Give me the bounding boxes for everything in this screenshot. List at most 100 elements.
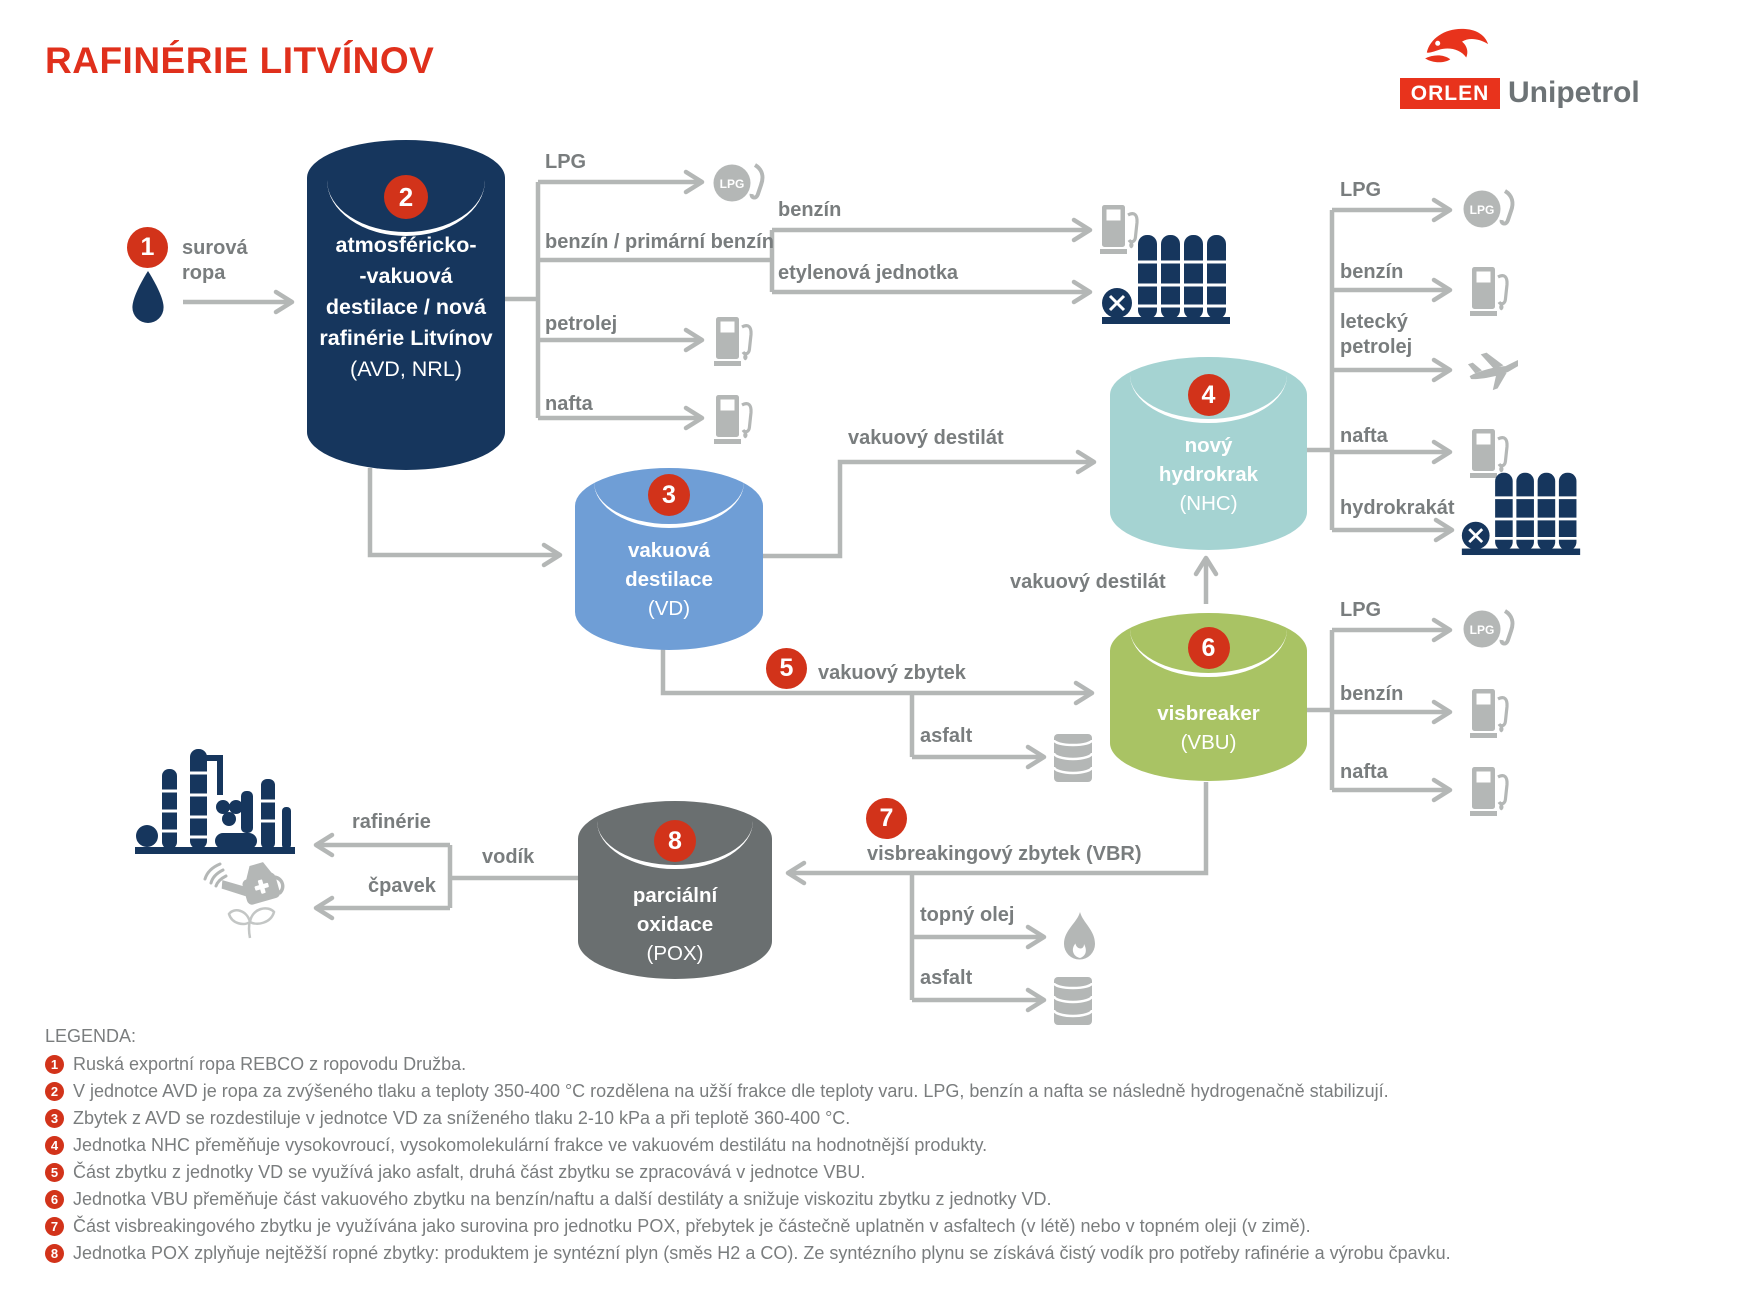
vd-line2: destilace xyxy=(625,568,713,591)
orlen-wordmark: ORLEN xyxy=(1400,78,1500,109)
legend-num-3: 3 xyxy=(45,1109,64,1128)
orlen-unipetrol-logo: ORLEN Unipetrol xyxy=(1400,24,1700,114)
fuel-pump-icon-nafta-vbu xyxy=(1470,767,1509,816)
legend-heading: LEGENDA: xyxy=(45,1026,137,1046)
cylinder-rim-arc xyxy=(326,180,486,236)
unit-vd-cylinder: 3 vakuová destilace (VD) xyxy=(575,468,763,650)
vbu-line1: visbreaker xyxy=(1157,702,1260,725)
label-vodik: vodík xyxy=(482,846,535,868)
label-benzin-avd: benzín xyxy=(778,199,842,221)
fuel-pump-icon-benzin-vbu xyxy=(1470,689,1509,738)
avd-line3: destilace / nová xyxy=(325,295,487,319)
fuel-pump-icon-benzin xyxy=(1100,205,1139,254)
legend-text-3: Zbytek z AVD se rozdestiluje v jednotce … xyxy=(73,1108,851,1128)
badge-5: 5 xyxy=(766,648,807,689)
fuel-pump-icon-nafta xyxy=(714,395,753,444)
label-lpg-vbu: LPG xyxy=(1340,599,1382,621)
label-surova-ropa: surová ropa xyxy=(182,237,248,284)
barrel-icon-asfalt-vd xyxy=(1052,734,1094,782)
fuel-pump-icon-benzin-nhc xyxy=(1470,267,1509,316)
label-visbreakingovy-zbytek: visbreakingový zbytek (VBR) xyxy=(867,843,1142,865)
badge-2: 2 xyxy=(384,175,428,219)
legend-num-1: 1 xyxy=(45,1055,64,1074)
unit-nhc-cylinder: 4 nový hydrokrak (NHC) xyxy=(1110,357,1307,550)
lpg-icon-text: LPG xyxy=(1470,623,1495,637)
badge-7: 7 xyxy=(866,798,907,839)
flow-vakuovy-zbytek xyxy=(660,648,1095,706)
badge-1: 1 xyxy=(127,227,168,268)
legend-text-4: Jednotka NHC přeměňuje vysokovroucí, vys… xyxy=(73,1135,988,1155)
legend-num-5: 5 xyxy=(45,1163,64,1182)
hydrocracker-plant-icon xyxy=(1461,472,1581,556)
legend-num-8: 8 xyxy=(45,1244,64,1263)
fuel-pump-icon-nafta-nhc xyxy=(1470,429,1509,478)
label-lpg-nhc: LPG xyxy=(1340,179,1382,201)
label-rafinerie: rafinérie xyxy=(352,811,431,833)
legend-num-7: 7 xyxy=(45,1217,64,1236)
lpg-icon-text: LPG xyxy=(720,177,745,191)
legend-item-2: 2 V jednotce AVD je ropa za zvýšeného tla… xyxy=(45,1081,1451,1101)
vodik-trunk xyxy=(447,845,578,908)
legend-text-6: Jednotka VBU přeměňuje část vakuového zb… xyxy=(73,1189,1052,1209)
badge-3: 3 xyxy=(648,474,690,516)
lpg-pump-icon: LPG xyxy=(713,163,765,202)
lpg-icon-text: LPG xyxy=(1470,203,1495,217)
unit-avd-label: atmosféricko- -vakuová destilace / nová … xyxy=(307,230,505,385)
unit-vbu-cylinder: 6 visbreaker (VBU) xyxy=(1110,613,1307,781)
cylinder-rim-arc xyxy=(597,821,753,869)
cylinder-rim-arc xyxy=(593,482,745,528)
label-topny-olej: topný olej xyxy=(920,904,1015,926)
vbu-line2: (VBU) xyxy=(1180,731,1237,754)
pox-line3: (POX) xyxy=(646,942,704,965)
vd-line1: vakuová xyxy=(627,539,711,562)
page-title: RAFINÉRIE LITVÍNOV xyxy=(45,40,435,81)
avd-line2: -vakuová xyxy=(359,264,453,288)
label-benzin-primarni: benzín / primární benzín xyxy=(545,231,774,253)
watering-can-fertilizer-icon xyxy=(203,862,285,939)
flame-icon xyxy=(1064,912,1095,960)
badge-4: 4 xyxy=(1187,374,1230,416)
label-benzin-nhc: benzín xyxy=(1340,261,1404,283)
oil-droplet-icon xyxy=(132,271,164,323)
label-letecky-petrolej: letecký petrolej xyxy=(1340,311,1413,358)
legend-text-7: Část visbreakingového zbytku je využíván… xyxy=(73,1216,1311,1236)
orlen-eagle-icon xyxy=(1425,28,1489,63)
unit-avd-cylinder: 2 atmosféricko- -vakuová destilace / nov… xyxy=(307,140,505,470)
legend-item-3: 3 Zbytek z AVD se rozdestiluje v jednotce… xyxy=(45,1108,1451,1128)
label-asfalt-vbr: asfalt xyxy=(920,967,973,989)
barrel-icon-asfalt-vbr xyxy=(1052,977,1094,1025)
label-petrolej: petrolej xyxy=(545,313,618,335)
legend-item-5: 5 Část zbytku z jednotky VD se využívá ja… xyxy=(45,1162,1451,1182)
label-nafta-avd: nafta xyxy=(545,393,593,415)
vd-line3: (VD) xyxy=(647,597,691,620)
legend-item-7: 7 Část visbreakingového zbytku je využívá… xyxy=(45,1216,1451,1236)
label-hydrokrakat: hydrokrakát xyxy=(1340,497,1455,519)
avd-line4: rafinérie Litvínov xyxy=(319,326,493,350)
legend-text-2: V jednotce AVD je ropa za zvýšeného tlak… xyxy=(73,1081,1389,1101)
flow-avd-to-vd xyxy=(367,468,563,568)
label-benzin-vbu: benzín xyxy=(1340,683,1404,705)
legend-num-2: 2 xyxy=(45,1082,64,1101)
pox-line2: oxidace xyxy=(636,913,714,936)
label-etylenova-jednotka: etylenová jednotka xyxy=(778,262,959,284)
legend-item-6: 6 Jednotka VBU přeměňuje část vakuového z… xyxy=(45,1189,1451,1209)
legend-text-5: Část zbytku z jednotky VD se využívá jak… xyxy=(73,1162,866,1182)
label-nafta-vbu: nafta xyxy=(1340,761,1388,783)
nhc-line3: (NHC) xyxy=(1179,492,1238,515)
fuel-pump-icon-petrolej xyxy=(714,317,753,366)
cylinder-rim-arc xyxy=(1129,629,1288,677)
flow-vakuovy-destilat-vd-nhc xyxy=(763,449,1097,559)
avd-line5: (AVD, NRL) xyxy=(350,357,462,381)
cylinder-rim-arc xyxy=(1129,375,1288,423)
legend-num-6: 6 xyxy=(45,1190,64,1209)
lpg-pump-icon-nhc: LPG xyxy=(1463,189,1515,228)
unipetrol-wordmark: Unipetrol xyxy=(1508,76,1640,109)
label-asfalt-vd: asfalt xyxy=(920,725,973,747)
nhc-line1: nový xyxy=(1184,434,1233,457)
